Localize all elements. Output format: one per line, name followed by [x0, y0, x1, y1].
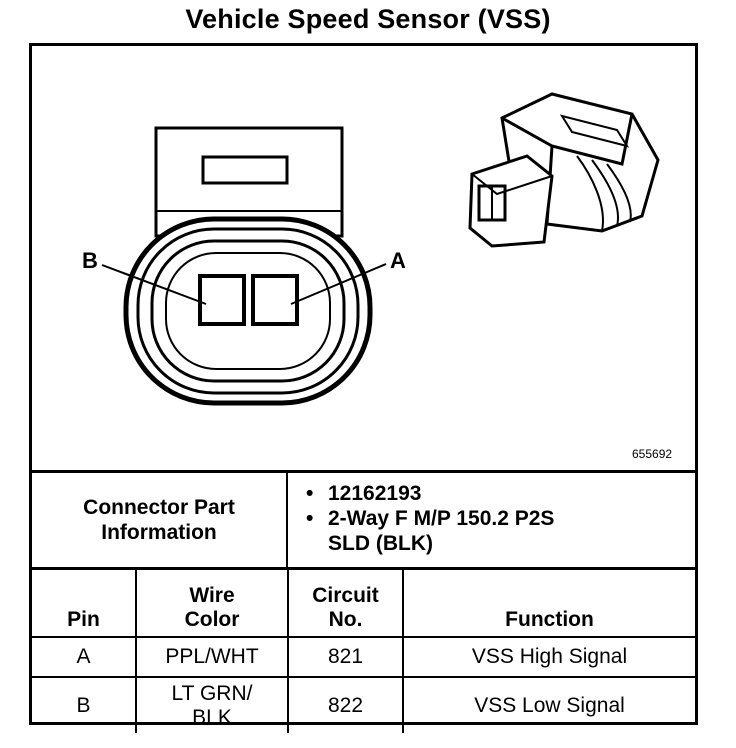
connector-info-item-continued: SLD (BLK): [328, 531, 695, 556]
pin-label-b: B: [82, 248, 98, 273]
cell-wire-line1: LT GRN/: [171, 681, 253, 705]
header-circuit-line1: Circuit: [312, 584, 379, 607]
figure-id: 655692: [632, 447, 673, 461]
connector-seal-ring: [136, 227, 360, 395]
connector-info-item: • 12162193: [306, 481, 695, 506]
terminal-cavity-b: [198, 274, 246, 326]
header-pin: Pin: [32, 567, 137, 638]
cell-wire-color: LT GRN/ BLK: [135, 676, 289, 733]
connector-info-label-line1: Connector Part: [83, 496, 235, 519]
cell-function: VSS High Signal: [402, 636, 695, 678]
connector-face: [165, 252, 331, 370]
table-header-row: Pin Wire Color Circuit No. Function: [32, 567, 695, 638]
leader-line-b: [101, 264, 207, 305]
cell-circuit: 821: [287, 636, 404, 678]
table-row: A PPL/WHT 821 VSS High Signal: [32, 636, 695, 678]
connector-drawing: [101, 92, 660, 406]
header-wire-line2: Color: [184, 608, 240, 631]
cell-circuit: 822: [287, 676, 404, 733]
header-circuit-line2: No.: [328, 608, 363, 631]
connector-figure: B A 655692: [32, 46, 695, 470]
header-wire-line1: Wire: [189, 584, 235, 607]
leader-line-a: [290, 263, 387, 305]
terminal-cavity-a: [251, 274, 299, 326]
diagram-title: Vehicle Speed Sensor (VSS): [185, 4, 551, 34]
connector-info-label-line2: Information: [101, 521, 217, 544]
cell-pin: B: [32, 676, 137, 733]
bullet-icon: •: [306, 507, 314, 530]
connector-latch-slot: [201, 155, 289, 185]
header-wire-color: Wire Color: [135, 567, 289, 638]
cell-function: VSS Low Signal: [402, 676, 695, 733]
connector-inner-ring: [150, 239, 346, 383]
connector-perspective-view: [468, 92, 660, 248]
part-number: 12162193: [328, 482, 422, 505]
header-function: Function: [402, 567, 695, 638]
cell-wire-line2: BLK: [192, 705, 232, 729]
connector-outer-shell: [123, 216, 373, 406]
connector-info-label: Connector Part Information: [32, 473, 288, 567]
connector-description-continued: SLD (BLK): [328, 532, 433, 555]
connector-info-list: • 12162193 • 2-Way F M/P 150.2 P2S SLD (…: [288, 473, 695, 567]
cell-pin: A: [32, 636, 137, 678]
pinout-table: Pin Wire Color Circuit No. Function A PP…: [32, 567, 695, 733]
connector-description: 2-Way F M/P 150.2 P2S: [328, 507, 555, 530]
cell-wire-color: PPL/WHT: [135, 636, 289, 678]
connector-info-item: • 2-Way F M/P 150.2 P2S: [306, 506, 695, 531]
table-row: B LT GRN/ BLK 822 VSS Low Signal: [32, 676, 695, 733]
bullet-icon: •: [306, 482, 314, 505]
pin-label-a: A: [390, 248, 406, 273]
diagram-frame: B A 655692 Connector Part Information • …: [29, 43, 698, 733]
connector-info-row: Connector Part Information • 12162193 • …: [32, 470, 695, 567]
header-circuit-no: Circuit No.: [287, 567, 404, 638]
